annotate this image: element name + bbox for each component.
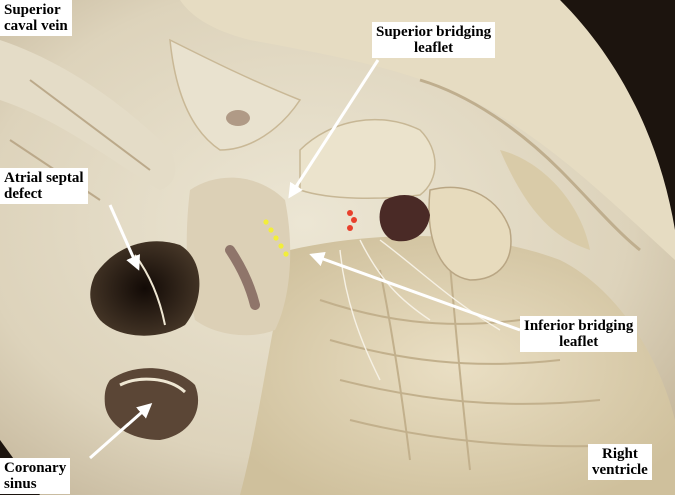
label-atrial-septal-defect: Atrial septal defect (0, 168, 88, 204)
arrow-atrial-septal-defect (108, 204, 140, 271)
label-superior-caval-vein: Superior caval vein (0, 0, 72, 36)
atrial-septal-defect-opening (90, 241, 200, 336)
label-arrows (89, 59, 521, 460)
arrow-coronary-sinus (89, 403, 153, 460)
arrow-superior-bridging-leaflet (288, 59, 380, 199)
ventricular-wall (180, 0, 675, 260)
arrow-inferior-bridging-leaflet (309, 252, 521, 332)
superior-bridging-leaflet (299, 118, 436, 200)
papillary-muscle (428, 186, 512, 281)
superior-caval-vein-wall (0, 40, 176, 190)
label-inferior-bridging-leaflet: Inferior bridging leaflet (520, 316, 638, 352)
yellow-marker-dots (263, 219, 289, 257)
label-right-ventricle: Right ventricle (588, 444, 652, 480)
valve-orifice (379, 195, 430, 242)
red-marker-dots (347, 210, 357, 231)
label-coronary-sinus: Coronary sinus (0, 458, 71, 494)
label-superior-bridging-leaflet: Superior bridging leaflet (372, 22, 496, 58)
